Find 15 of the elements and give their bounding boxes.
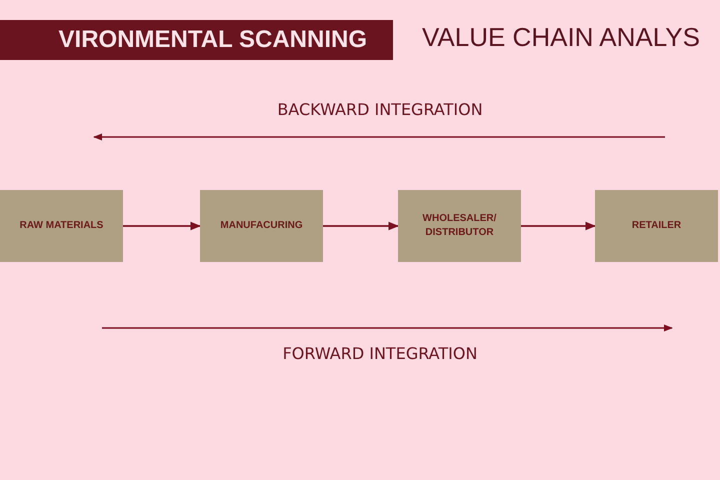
box-label: RAW MATERIALS — [20, 219, 104, 233]
box-label: WHOLESALER/ DISTRIBUTOR — [422, 212, 498, 240]
process-box — [595, 190, 718, 262]
process-box — [0, 190, 123, 262]
heading: VALUE CHAIN ANALYS — [422, 22, 700, 53]
process-box — [200, 190, 323, 262]
arrow — [521, 222, 596, 230]
arrow — [123, 222, 202, 230]
arrow — [323, 222, 400, 230]
arrow-caption: BACKWARD INTEGRATION — [277, 100, 483, 119]
box-label: RETAILER — [632, 219, 682, 233]
process-box — [398, 190, 521, 262]
heading-banner: VIRONMENTAL SCANNING — [0, 20, 393, 60]
box-label: MANUFACURING — [220, 219, 303, 233]
arrow-caption: FORWARD INTEGRATION — [282, 344, 478, 363]
